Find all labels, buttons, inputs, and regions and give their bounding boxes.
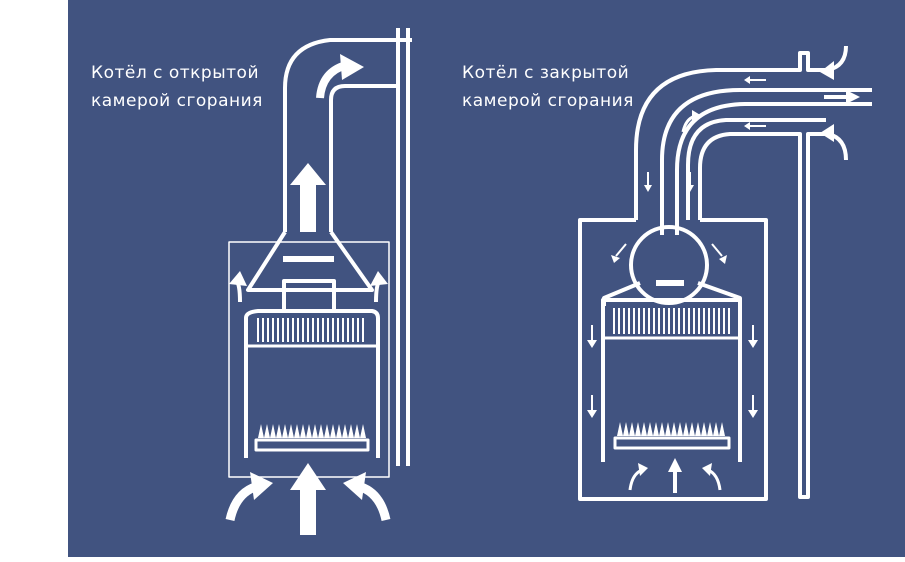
flame <box>647 422 653 436</box>
flame <box>701 422 707 436</box>
flame <box>318 424 324 438</box>
flame <box>312 424 318 438</box>
flame <box>264 424 270 438</box>
flame <box>695 422 701 436</box>
closed-burner <box>613 436 731 450</box>
flame <box>665 422 671 436</box>
panel-background <box>68 0 905 557</box>
flame <box>306 424 312 438</box>
flame <box>270 424 276 438</box>
flame <box>659 422 665 436</box>
flame <box>635 422 641 436</box>
closed-chamber-boiler <box>578 51 872 501</box>
closed-combustion-chamber <box>601 298 742 462</box>
flame <box>617 422 623 436</box>
closed-coaxial-inner-top <box>660 88 872 235</box>
flame <box>276 424 282 438</box>
flame <box>641 422 647 436</box>
closed-burner-flames <box>617 422 725 436</box>
flame <box>671 422 677 436</box>
open-chimney-inner-wall <box>329 84 398 232</box>
closed-coaxial-outer-bottom <box>686 118 826 220</box>
flame <box>707 422 713 436</box>
flame <box>330 424 336 438</box>
open-draft-hood <box>246 230 374 292</box>
flame <box>348 424 354 438</box>
closed-title-line1: Котёл с закрытой <box>462 63 629 83</box>
flame <box>288 424 294 438</box>
open-title-line2: камерой сгорания <box>91 91 263 111</box>
closed-airflow-arrows <box>587 45 860 493</box>
closed-coaxial-inner-bottom <box>675 102 872 235</box>
open-chamber-boiler <box>228 28 412 478</box>
flame <box>258 424 264 438</box>
closed-boiler-casing <box>578 218 768 501</box>
flame <box>324 424 330 438</box>
open-airflow-arrows <box>225 54 391 535</box>
flame <box>677 422 683 436</box>
open-combustion-chamber <box>244 309 380 458</box>
open-exhaust-arrow <box>290 163 326 232</box>
closed-fan-housing <box>629 225 709 305</box>
flame <box>653 422 659 436</box>
closed-coaxial-outer-top <box>634 51 826 220</box>
flame <box>689 422 695 436</box>
flame <box>300 424 306 438</box>
open-burner <box>254 438 370 452</box>
flame <box>294 424 300 438</box>
open-chimney-outer-wall <box>283 38 398 232</box>
open-title-line1: Котёл с открытой <box>91 63 259 83</box>
flame <box>683 422 689 436</box>
flame <box>354 424 360 438</box>
closed-flue-wall <box>698 132 826 499</box>
flame <box>623 422 629 436</box>
flame <box>282 424 288 438</box>
flame <box>713 422 719 436</box>
open-intake-arrow-center <box>290 463 326 535</box>
closed-diag-arrow-right <box>711 243 723 257</box>
open-heat-exchanger-fins <box>257 318 364 342</box>
flame <box>629 422 635 436</box>
flame <box>360 424 366 438</box>
open-burner-flames <box>258 424 366 438</box>
closed-diag-arrow-left <box>615 243 627 257</box>
closed-heat-exchanger-fins <box>613 308 730 334</box>
flame <box>719 422 725 436</box>
flame <box>336 424 342 438</box>
flame <box>342 424 348 438</box>
closed-title-line2: камерой сгорания <box>462 91 634 111</box>
